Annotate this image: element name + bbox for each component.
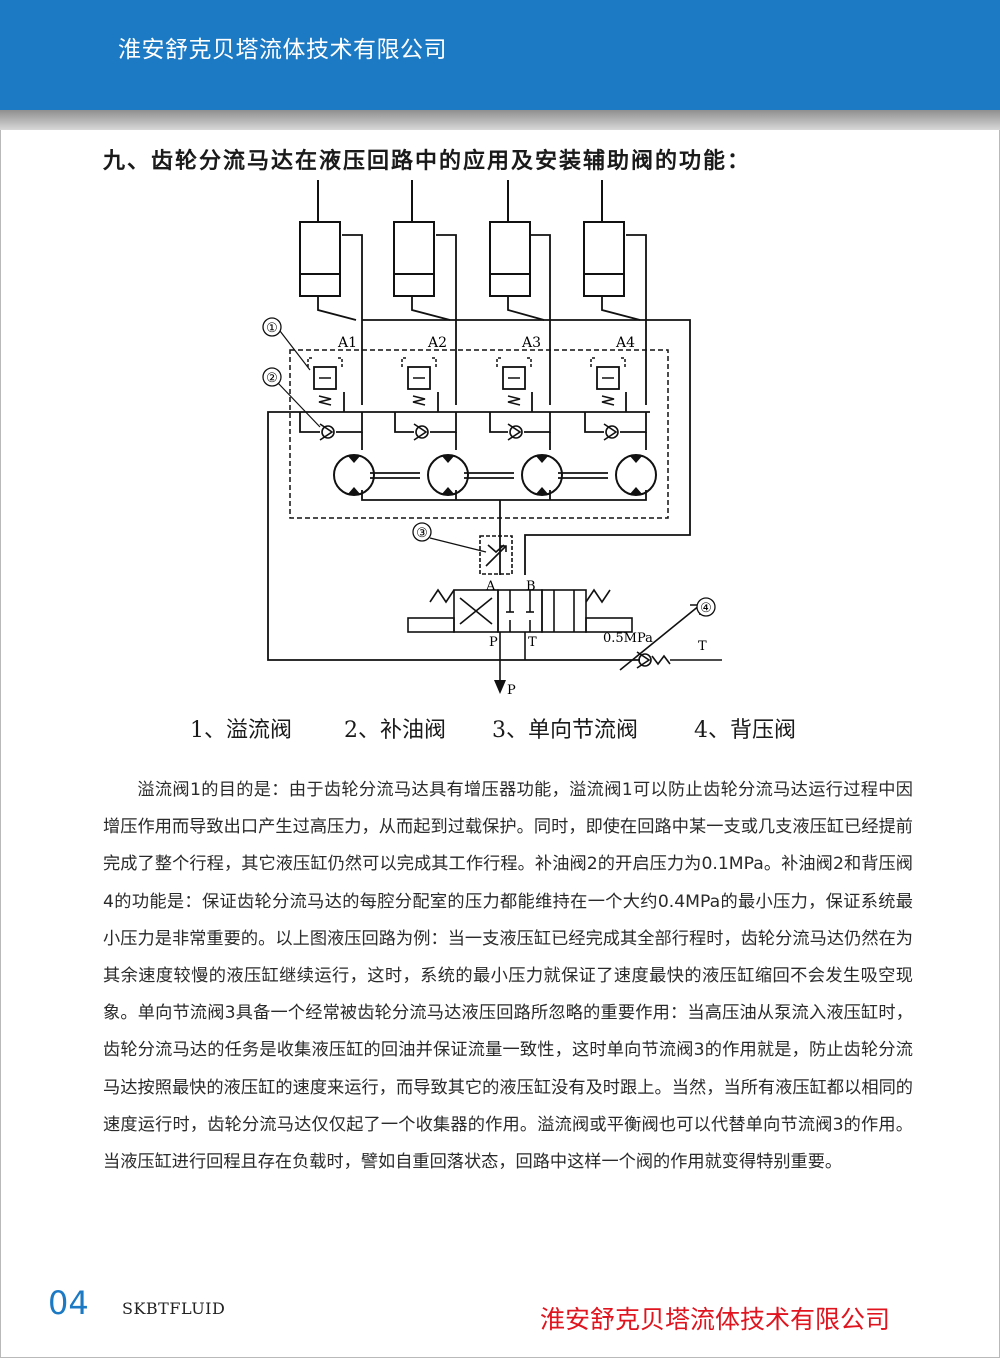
valve-port-b: B xyxy=(526,579,536,594)
hydraulic-circuit-diagram: ① ② ③ ④ A1 A2 A3 A4 A B P T 0.5MPa T P xyxy=(0,179,1000,720)
pump-arrow xyxy=(494,680,506,694)
footer-company: 淮安舒克贝塔流体技术有限公司 xyxy=(540,1305,891,1334)
check-valve-4 xyxy=(603,423,619,441)
body-paragraph: 溢流阀1的目的是：由于齿轮分流马达具有增压器功能，溢流阀1可以防止齿轮分流马达运… xyxy=(103,780,913,1173)
header-shadow xyxy=(0,110,1000,130)
valve-port-a: A xyxy=(485,579,496,594)
pressure-label: 0.5MPa xyxy=(603,631,653,646)
tank-label: T xyxy=(698,639,707,654)
cylinder-1 xyxy=(299,179,341,297)
directional-valve xyxy=(407,588,633,680)
internal-lines xyxy=(299,392,650,575)
cylinder-3 xyxy=(489,179,531,297)
valve-port-p: P xyxy=(489,635,498,650)
legend-item-4: 4、背压阀 xyxy=(694,718,797,743)
check-valve-2 xyxy=(413,423,429,441)
motor-3 xyxy=(521,454,563,496)
body-text: 溢流阀1的目的是：由于齿轮分流马达具有增压器功能，溢流阀1可以防止齿轮分流马达运… xyxy=(103,772,913,1181)
motor-1 xyxy=(333,454,375,496)
header-band xyxy=(0,0,1000,110)
component-legend: 1、溢流阀 2、补油阀 3、单向节流阀 4、背压阀 xyxy=(190,712,830,748)
legend-item-2: 2、补油阀 xyxy=(344,718,447,743)
callout-3: ③ xyxy=(416,526,428,541)
check-valve-3 xyxy=(507,423,523,441)
port-label-a2: A2 xyxy=(427,335,447,351)
make-up-line xyxy=(267,411,640,661)
legend-item-3: 3、单向节流阀 xyxy=(492,718,639,743)
page-number: 04 xyxy=(48,1284,89,1322)
port-label-a4: A4 xyxy=(615,335,635,351)
relief-valve-1 xyxy=(307,357,343,406)
port-label-a1: A1 xyxy=(337,335,357,351)
callout-1: ① xyxy=(266,321,278,336)
header-company: 淮安舒克贝塔流体技术有限公司 xyxy=(118,37,447,63)
callout-2: ② xyxy=(266,371,278,386)
section-heading: 九、齿轮分流马达在液压回路中的应用及安装辅助阀的功能： xyxy=(103,149,752,174)
divider-assembly-box xyxy=(289,349,669,519)
relief-valve-3 xyxy=(496,357,532,406)
pump-label: P xyxy=(507,683,516,698)
top-return-lines xyxy=(317,234,691,575)
throttle-check-valve xyxy=(479,535,513,575)
motor-4 xyxy=(615,454,657,496)
valve-port-t: T xyxy=(528,635,537,650)
cylinder-2 xyxy=(393,179,435,297)
cylinder-4 xyxy=(583,179,625,297)
relief-valve-4 xyxy=(590,357,626,406)
relief-valve-2 xyxy=(401,357,437,406)
callout-4: ④ xyxy=(700,601,712,616)
legend-item-1: 1、溢流阀 xyxy=(190,718,293,743)
footer-brand: SKBTFLUID xyxy=(122,1299,226,1318)
port-label-a3: A3 xyxy=(521,335,541,351)
check-valve-1 xyxy=(319,423,335,441)
callout-markers xyxy=(262,317,716,617)
motor-2 xyxy=(427,454,469,496)
